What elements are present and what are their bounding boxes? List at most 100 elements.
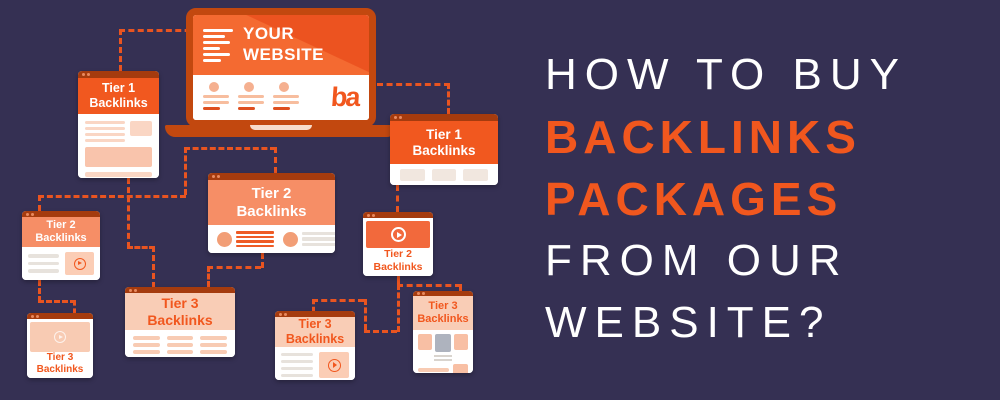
- card-title: Tier 3 Backlinks: [30, 352, 90, 376]
- connector-line: [119, 29, 200, 32]
- browser-bar: [208, 173, 335, 180]
- video-placeholder: [30, 322, 90, 352]
- window-dots-icon: [26, 212, 36, 216]
- connector-line: [397, 276, 400, 285]
- content-placeholder: [208, 225, 335, 253]
- website-title-line2: WEBSITE: [243, 45, 324, 64]
- card-title-line1: Tier 2: [251, 184, 292, 202]
- tier2-left-card: Tier 2 Backlinks: [22, 211, 100, 280]
- content-placeholder: [275, 347, 355, 380]
- browser-bar: [413, 291, 473, 296]
- content-placeholder: Tier 3 Backlinks: [27, 319, 93, 378]
- connector-line: [184, 147, 187, 195]
- browser-bar: [390, 114, 498, 121]
- window-dots-icon: [417, 292, 427, 295]
- connector-line: [127, 246, 155, 249]
- card-title-line1: Tier 1: [101, 81, 136, 96]
- card-title-line2: Backlinks: [89, 96, 148, 110]
- connector-line: [274, 147, 277, 173]
- browser-bar: [22, 211, 100, 217]
- website-header: YOUR WEBSITE: [193, 15, 369, 75]
- connector-line: [364, 299, 367, 330]
- browser-bar: [78, 71, 159, 78]
- card-title-line2: Backlinks: [285, 332, 345, 346]
- connector-line: [184, 147, 276, 150]
- content-placeholder: [413, 330, 473, 373]
- laptop-base: [165, 125, 397, 137]
- connector-line: [396, 185, 399, 212]
- card-title: Tier 1 Backlinks: [78, 78, 159, 114]
- browser-bar: [125, 287, 235, 293]
- card-title: Tier 3 Backlinks: [413, 296, 473, 330]
- content-placeholder: [390, 164, 498, 185]
- ba-logo: ba: [330, 82, 361, 112]
- window-dots-icon: [212, 175, 222, 178]
- card-title-line1: Tier 3: [298, 317, 332, 332]
- card-title-line1: Tier 2: [384, 248, 412, 260]
- connector-line: [207, 266, 261, 269]
- connector-line: [38, 195, 41, 211]
- card-title-line2: Backlinks: [147, 311, 213, 328]
- window-dots-icon: [367, 213, 377, 217]
- connector-line: [397, 284, 400, 332]
- connector-line: [364, 330, 397, 333]
- connector-line: [312, 299, 315, 312]
- your-website-laptop: YOUR WEBSITE ba: [186, 8, 376, 127]
- headline-line-2: BACKLINKS: [545, 111, 861, 163]
- tier1-right-card: Tier 1 Backlinks: [390, 114, 498, 185]
- connector-line: [207, 266, 210, 287]
- card-title-line1: Tier 1: [426, 126, 462, 142]
- card-title-line2: Backlinks: [412, 142, 476, 158]
- connector-line: [38, 300, 76, 303]
- card-title: Tier 2 Backlinks: [208, 180, 335, 225]
- video-placeholder: [366, 221, 430, 248]
- headline: HOW TO BUY BACKLINKS PACKAGES FROM OUR W…: [545, 44, 995, 354]
- connector-line: [397, 284, 461, 287]
- website-content: ba: [193, 75, 369, 120]
- window-dots-icon: [279, 312, 289, 316]
- window-dots-icon: [31, 314, 41, 318]
- card-title-line1: Tier 3: [428, 300, 458, 313]
- laptop-notch: [250, 125, 312, 130]
- connector-line: [119, 29, 122, 71]
- card-title-line2: Backlinks: [417, 313, 469, 325]
- headline-line-5: WEBSITE?: [545, 298, 832, 347]
- connector-line: [38, 195, 186, 198]
- content-placeholder: [125, 330, 235, 357]
- headline-line-1: HOW TO BUY: [545, 50, 907, 99]
- card-title-line2: Backlinks: [236, 202, 307, 220]
- card-title-line2: Backlinks: [35, 232, 87, 244]
- content-placeholder: Tier 2 Backlinks: [363, 218, 433, 276]
- card-title: Tier 3 Backlinks: [125, 293, 235, 330]
- connector-line: [73, 300, 76, 314]
- play-icon: [327, 358, 341, 372]
- tier3-center-card: Tier 3 Backlinks: [125, 287, 235, 357]
- window-dots-icon: [129, 288, 139, 292]
- profile-placeholder: [203, 82, 229, 110]
- website-title: YOUR WEBSITE: [243, 24, 324, 65]
- profile-placeholder: [238, 82, 264, 110]
- website-title-line1: YOUR: [243, 24, 295, 44]
- tier2-center-card: Tier 2 Backlinks: [208, 173, 335, 253]
- connector-line: [377, 83, 450, 86]
- connector-line: [459, 284, 462, 293]
- headline-line-4: FROM OUR: [545, 236, 849, 285]
- card-title-line2: Backlinks: [36, 364, 84, 375]
- connector-line: [312, 299, 364, 302]
- card-title: Tier 3 Backlinks: [275, 317, 355, 347]
- headline-line-3: PACKAGES: [545, 173, 843, 225]
- window-dots-icon: [82, 73, 92, 76]
- play-icon: [390, 227, 406, 242]
- connector-line: [127, 178, 130, 248]
- browser-bar: [275, 311, 355, 317]
- profile-placeholder: [273, 82, 299, 110]
- tier2-right-card: Tier 2 Backlinks: [363, 212, 433, 276]
- connector-line: [261, 253, 264, 268]
- card-title: Tier 1 Backlinks: [390, 121, 498, 164]
- card-title-line1: Tier 3: [46, 352, 74, 363]
- card-title-line1: Tier 3: [161, 294, 199, 311]
- window-dots-icon: [394, 116, 404, 119]
- connector-line: [152, 246, 155, 288]
- connector-line: [447, 83, 450, 114]
